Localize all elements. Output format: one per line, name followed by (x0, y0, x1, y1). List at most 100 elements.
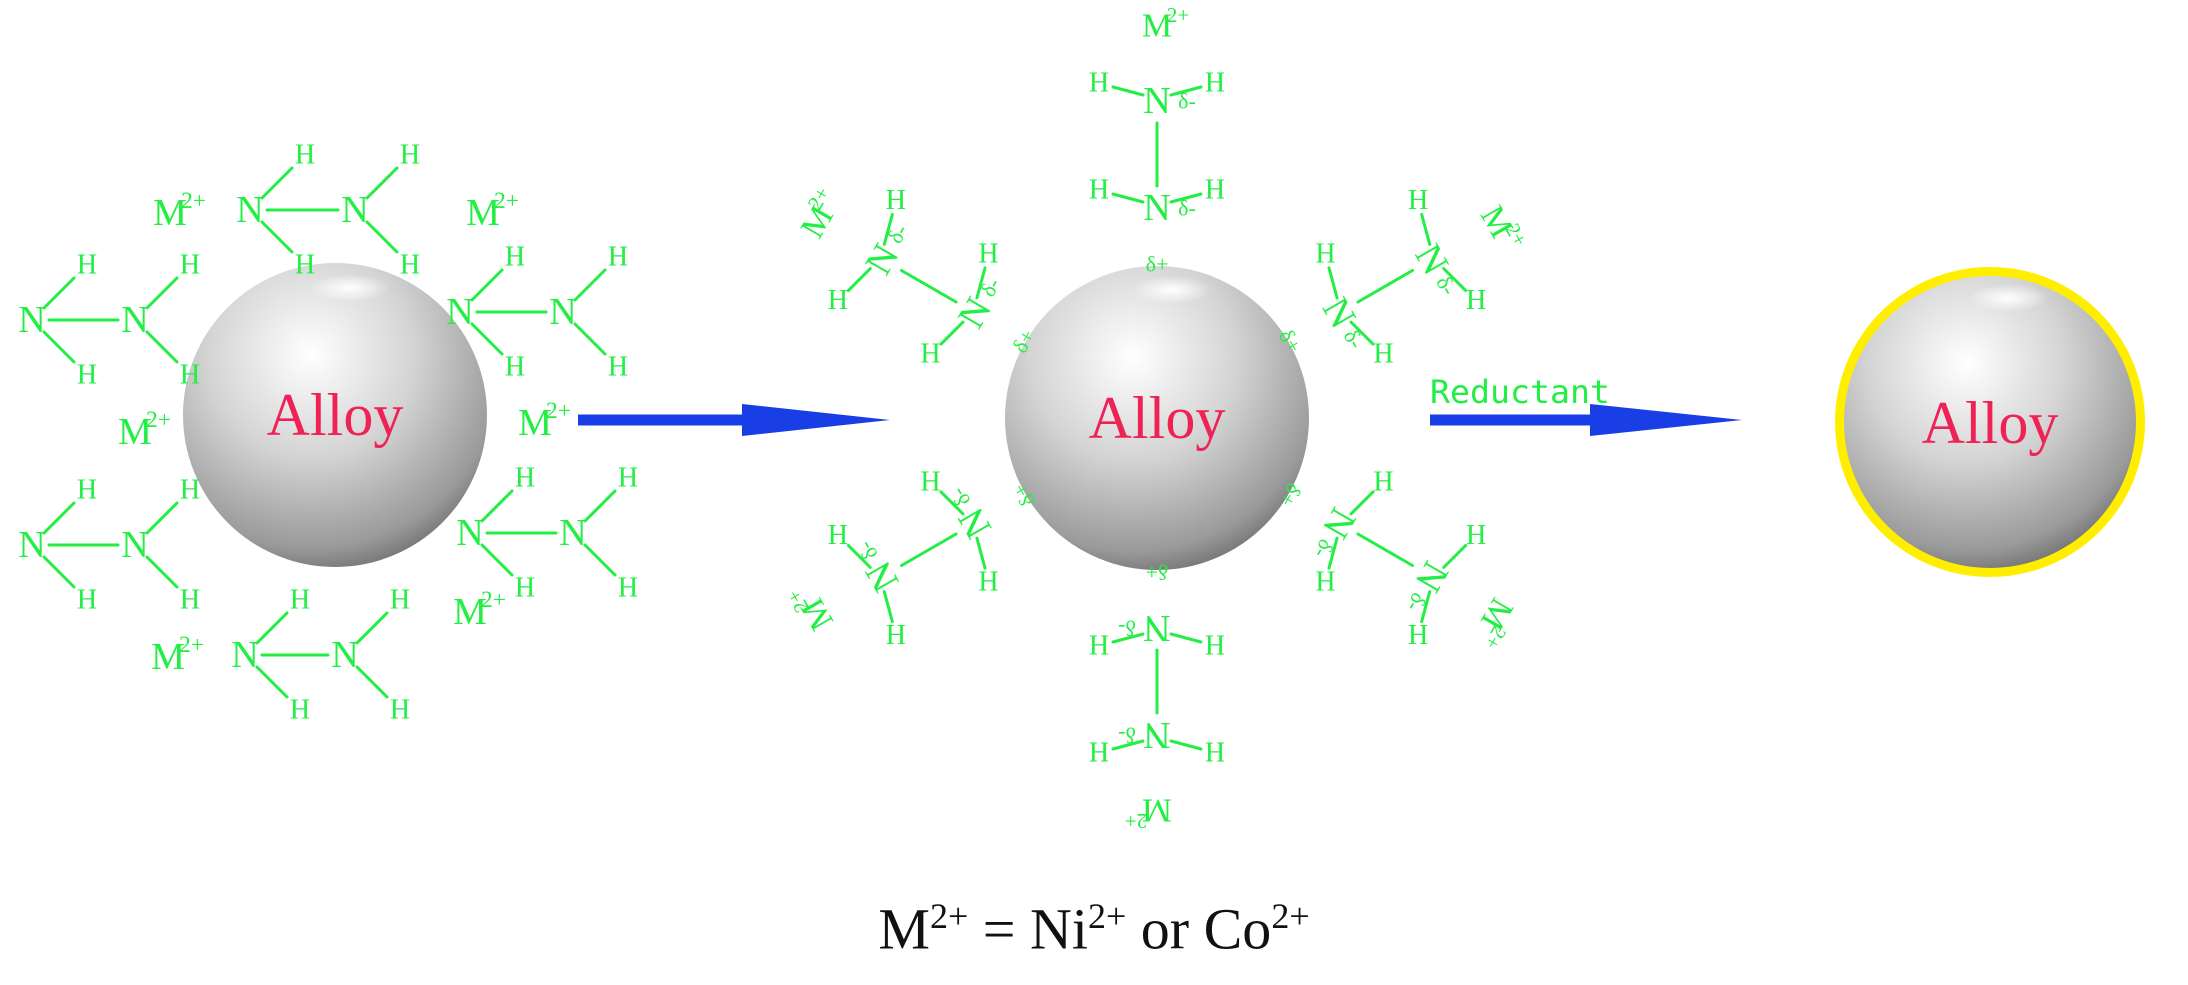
metal-ion-label: M2+ (1473, 200, 1533, 251)
bond-line (365, 220, 399, 254)
sphere-highlight (1132, 276, 1212, 304)
ion-charge: 2+ (146, 407, 171, 433)
nitrogen-atom: N (456, 512, 483, 554)
bond-line (1356, 269, 1414, 304)
alloy-particle-left: Alloy (183, 263, 487, 567)
hydrogen-atom: H (180, 475, 200, 506)
nitrogen-atom: N (121, 299, 148, 341)
hydrogen-atom: H (1466, 285, 1486, 316)
bond-line (1111, 739, 1145, 751)
hydrogen-atom: H (180, 585, 200, 616)
bond-line (975, 536, 987, 570)
bond-line (42, 276, 76, 310)
bond-line (255, 611, 289, 645)
alloy-sphere (1005, 266, 1309, 570)
bond-line (365, 166, 399, 200)
ion-charge: 2+ (494, 188, 519, 214)
hydrogen-atom: H (1315, 567, 1335, 598)
hydrogen-atom: H (1315, 238, 1335, 269)
ion-charge: 2+ (546, 398, 571, 424)
bond-line (470, 322, 504, 356)
bond-line (1420, 590, 1432, 624)
partial-negative-charge: δ- (1178, 89, 1196, 114)
metal-ion-label: M2+ (151, 632, 204, 678)
ion-charge: 2+ (481, 587, 506, 613)
alloy-label: Alloy (1089, 385, 1226, 451)
hydrogen-atom: H (400, 140, 420, 171)
hydrogen-atom: H (1089, 68, 1109, 99)
bond-line (1111, 85, 1145, 97)
hydrogen-atom: H (1089, 738, 1109, 769)
bond-line (145, 501, 179, 535)
bond-line (42, 330, 76, 364)
bond-line (145, 330, 179, 364)
hydrogen-atom: H (77, 585, 97, 616)
ion-symbol: M (1142, 792, 1172, 829)
nitrogen-atom: N (1143, 714, 1170, 756)
hydrogen-atom: H (180, 360, 200, 391)
hydrogen-atom: H (978, 567, 998, 598)
ion-charge: 2+ (1125, 809, 1147, 833)
hydrogen-atom: H (1408, 185, 1428, 216)
nitrogen-atom: N (236, 189, 263, 231)
bond-line (1349, 490, 1375, 516)
sphere-highlight (310, 274, 390, 302)
bond-line (355, 665, 389, 699)
hydrogen-atom: H (1205, 68, 1225, 99)
hydrogen-atom: H (1089, 631, 1109, 662)
bond-line (573, 268, 607, 302)
legend-equation: M2+ = Ni2+ or Co2+ (0, 895, 2188, 962)
partial-negative-charge: δ- (1339, 325, 1370, 353)
partial-negative-charge: δ- (852, 537, 883, 565)
hydrogen-atom: H (1373, 466, 1393, 497)
hydrogen-atom: H (608, 242, 628, 273)
ion-charge: 2+ (179, 632, 204, 658)
hydrogen-atom: H (180, 250, 200, 281)
arrow-1 (578, 404, 890, 436)
partial-negative-charge: δ- (882, 220, 913, 248)
partial-negative-charge: δ- (1178, 196, 1196, 221)
bond-line (255, 665, 289, 699)
nitrogen-atom: N (231, 634, 258, 676)
ion-symbol: M (153, 192, 187, 234)
bond-line (145, 276, 179, 310)
metal-ion-label: M2+ (1125, 792, 1172, 833)
ion-symbol: M (118, 411, 152, 453)
partial-positive-charge: δ+ (1146, 560, 1169, 585)
ion-charge: 2+ (181, 188, 206, 214)
hydrogen-atom: H (77, 360, 97, 391)
alloy-particle-middle: Alloy (1005, 266, 1309, 570)
hydrogen-atom: H (400, 250, 420, 281)
legend-or: or (1126, 896, 1204, 962)
bond-line (42, 501, 76, 535)
partial-negative-charge: δ- (945, 483, 976, 511)
alloy-particle-right: Alloy (1835, 267, 2145, 577)
nitrogen-atom: N (18, 524, 45, 566)
bond-line (846, 543, 872, 569)
hydrogen-atom: H (618, 463, 638, 494)
partial-negative-charge: δ- (1118, 723, 1136, 748)
hydrogen-atom: H (290, 695, 310, 726)
hydrogen-atom: H (920, 339, 940, 370)
metal-ion-label: M2+ (466, 188, 519, 234)
bond-line (470, 268, 504, 302)
alloy-sphere (1844, 276, 2136, 568)
reductant-label: Reductant (1430, 373, 1610, 411)
metal-ion-label: M2+ (518, 398, 571, 444)
hydrogen-atom: H (1408, 620, 1428, 651)
bond-line (1356, 532, 1414, 567)
hydrogen-atom: H (1089, 175, 1109, 206)
ion-symbol: M (466, 192, 500, 234)
bond-line (355, 611, 389, 645)
nitrogen-atom: N (121, 524, 148, 566)
bond-line (1169, 632, 1203, 644)
bond-line (1327, 536, 1339, 570)
alloy-label: Alloy (267, 382, 404, 448)
arrow-head (1590, 404, 1742, 436)
